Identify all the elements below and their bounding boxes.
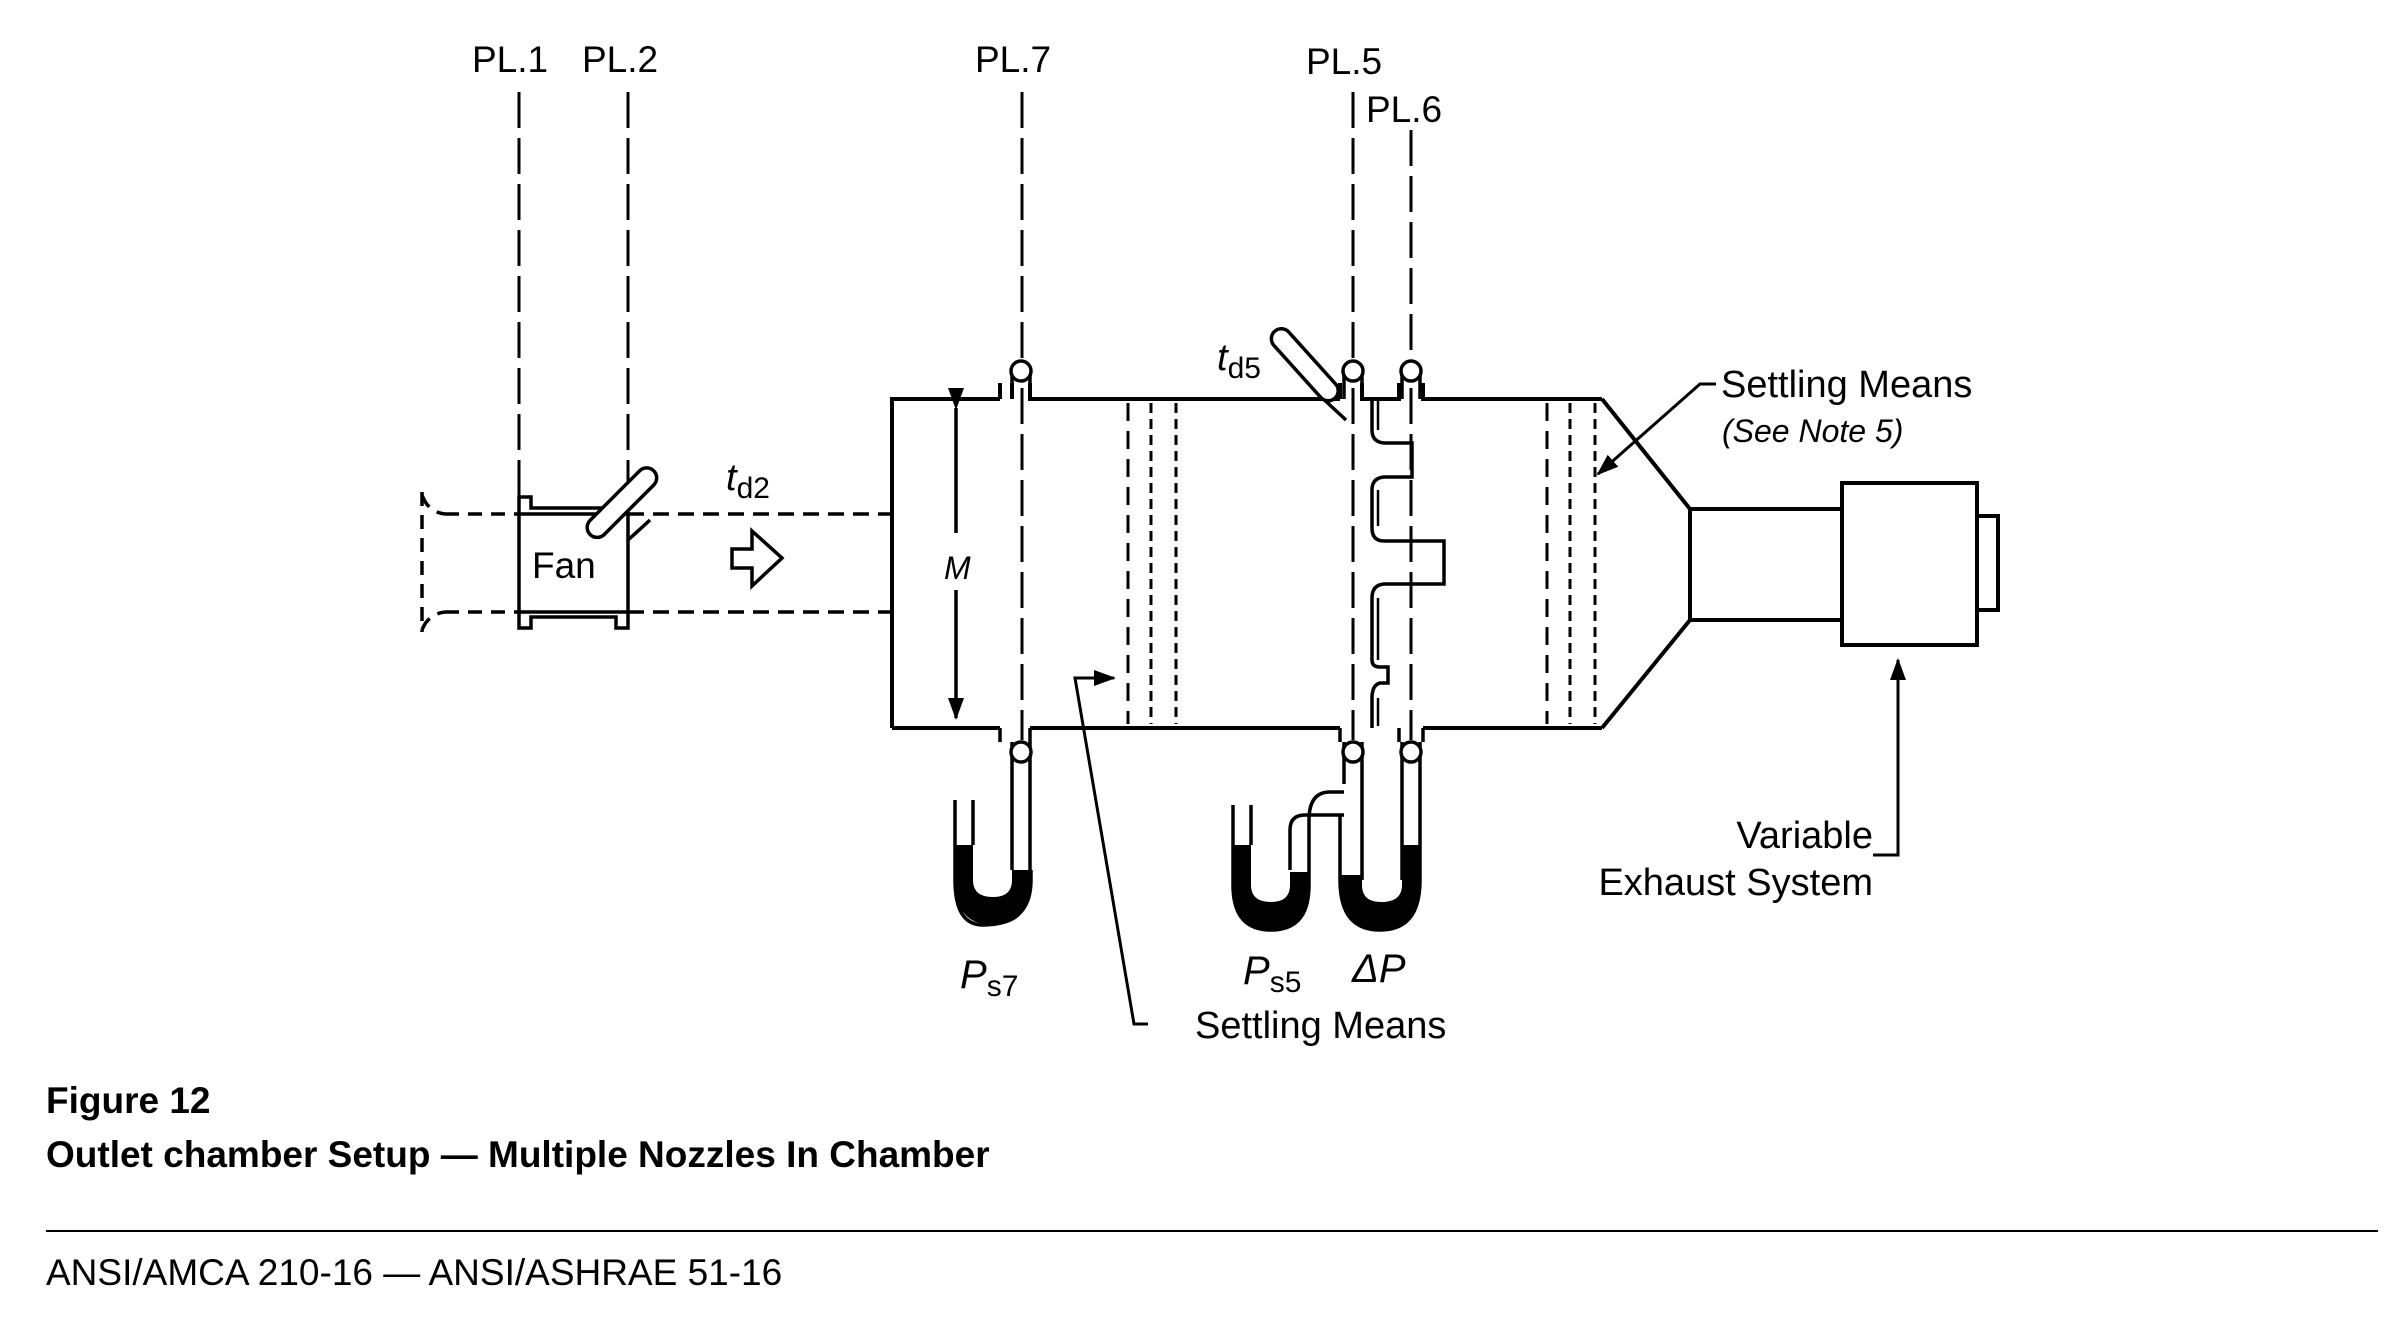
td5-main: t <box>1217 337 1229 379</box>
tap-pl6-top <box>1399 359 1423 383</box>
settling-means-leader-bottom <box>1073 670 1148 1026</box>
settling-screen-2 <box>1545 403 1597 724</box>
pressure-taps-top <box>1009 359 1423 399</box>
ps5-sub: s5 <box>1270 966 1302 999</box>
td5-label: td5 <box>1217 337 1261 385</box>
thermometer-td5-icon <box>1269 326 1348 422</box>
tap-pl7-top <box>1009 359 1033 383</box>
ps5-main: P <box>1243 949 1270 993</box>
settling-means-label-top: Settling Means <box>1721 364 1972 406</box>
exhaust-outlet-box <box>1975 514 2000 612</box>
plane-label-pl5: PL.5 <box>1306 41 1382 82</box>
plane-label-pl6: PL.6 <box>1366 89 1442 130</box>
tap-pl5-bottom <box>1341 740 1365 764</box>
exhaust-unit-box <box>1840 481 1979 647</box>
manometer-ps7-icon <box>953 800 1033 927</box>
variable-exhaust-system <box>1840 481 2000 647</box>
ps7-sub: s7 <box>987 970 1019 1003</box>
settling-means-leader-top <box>1596 382 1716 476</box>
exhaust-system-label: Exhaust System <box>1598 862 1873 904</box>
footer-divider <box>46 1230 2378 1232</box>
ps7-main: P <box>960 953 987 997</box>
flow-direction-arrow-icon <box>730 527 785 591</box>
figure-title: Outlet chamber Setup — Multiple Nozzles … <box>46 1134 990 1175</box>
ps5-label: Ps5 <box>1243 949 1301 999</box>
pressure-taps-bottom <box>998 728 1425 880</box>
footer-standard: ANSI/AMCA 210-16 — ANSI/ASHRAE 51-16 <box>46 1252 783 1293</box>
td5-sub: d5 <box>1228 352 1261 385</box>
exhaust-system-leader <box>1873 658 1906 857</box>
see-note-label: (See Note 5) <box>1722 413 1903 449</box>
settling-screen-1 <box>1126 403 1178 724</box>
figure-number: Figure 12 <box>46 1080 211 1121</box>
nozzle-plate <box>1370 399 1446 728</box>
variable-label: Variable <box>1736 815 1873 857</box>
inlet-bell <box>420 492 519 632</box>
plane-lines <box>517 92 1413 740</box>
td2-main: t <box>726 457 738 499</box>
manometer-ps5-icon <box>1231 790 1344 932</box>
tap-pl6-bottom <box>1399 740 1423 764</box>
td2-label: td2 <box>726 457 770 505</box>
td2-sub: d2 <box>737 472 770 505</box>
outlet-duct <box>628 512 892 614</box>
manometer-delta-p-icon <box>1338 815 1422 932</box>
plane-label-pl7: PL.7 <box>975 39 1051 80</box>
ps7-label: Ps7 <box>960 953 1018 1003</box>
plane-label-pl2: PL.2 <box>582 39 658 80</box>
settling-means-label-bottom: Settling Means <box>1195 1005 1446 1047</box>
plane-label-pl1: PL.1 <box>472 39 548 80</box>
delta-p-label: ΔP <box>1351 947 1406 991</box>
dimension-m-label: M <box>944 550 971 586</box>
chamber-body <box>890 383 1842 730</box>
tap-pl7-bottom <box>1009 740 1033 764</box>
tap-pl5-top <box>1341 359 1365 383</box>
fan-label: Fan <box>532 545 596 586</box>
thermometer-td2-icon <box>585 466 659 543</box>
